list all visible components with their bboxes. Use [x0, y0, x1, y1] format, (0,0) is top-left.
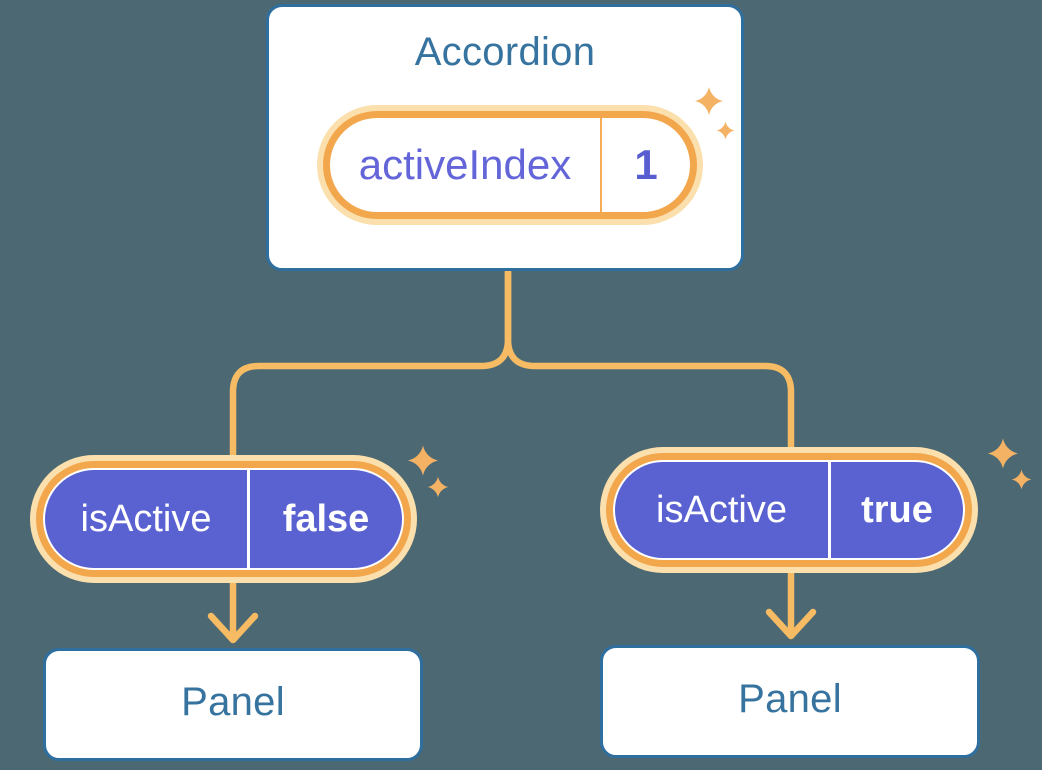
sparkle-icon-small	[1011, 469, 1032, 490]
prop-value: false	[282, 497, 370, 540]
prop-pill-isactive-left: isActive false	[36, 461, 411, 577]
prop-label: isActive	[656, 488, 787, 531]
sparkle-icon	[408, 445, 438, 476]
state-label: activeIndex	[358, 141, 572, 188]
sparkle-icon-small	[427, 476, 449, 498]
sparkle-icon	[694, 86, 724, 116]
arrow-down-icon	[765, 608, 817, 640]
panel-title: Panel	[181, 680, 285, 724]
panel-card-right	[600, 645, 980, 758]
arrow-down-icon	[207, 612, 259, 644]
panel-title: Panel	[738, 677, 842, 721]
pill-divider	[600, 118, 602, 212]
state-pill-activeindex: activeIndex 1	[323, 111, 697, 219]
sparkle-icon	[988, 438, 1018, 469]
prop-label: isActive	[80, 497, 212, 540]
panel-card-left	[43, 648, 423, 761]
sparkle-icon-small	[716, 121, 735, 140]
state-value: 1	[634, 141, 658, 188]
prop-value: true	[861, 488, 933, 531]
pill-divider	[828, 462, 831, 558]
prop-pill-isactive-right: isActive true	[606, 453, 972, 567]
branch-line-right	[504, 268, 795, 636]
pill-divider	[247, 470, 250, 568]
branch-line-left	[229, 268, 512, 640]
accordion-title: Accordion	[414, 30, 596, 74]
